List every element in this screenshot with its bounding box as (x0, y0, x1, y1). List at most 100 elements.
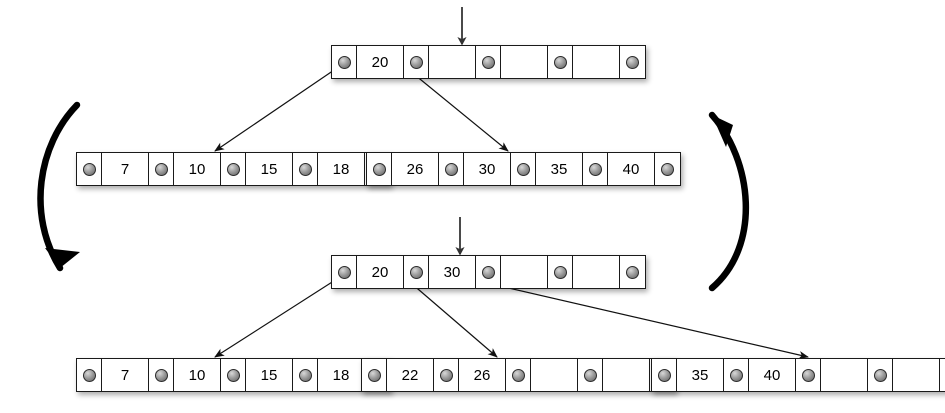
pointer-dot-icon (226, 162, 240, 176)
key-cell: 15 (246, 153, 293, 185)
key-cell: 30 (429, 256, 476, 288)
pointer-dot-icon (444, 162, 458, 176)
flow-arrow-right-upward (708, 111, 750, 292)
key-cell (531, 359, 578, 391)
pointer-dot-icon (626, 55, 639, 69)
key-cell: 10 (174, 359, 221, 391)
key-cell: 40 (749, 359, 796, 391)
key-cell (821, 359, 868, 391)
pointer-dot-icon (82, 162, 96, 176)
pointer-cell (367, 153, 392, 185)
key-cell: 35 (677, 359, 724, 391)
pointer-cell (293, 359, 318, 391)
key-cell: 10 (174, 153, 221, 185)
key-cell (501, 46, 548, 78)
leaf-node-third-after: 35 40 (651, 358, 945, 392)
pointer-dot-icon (553, 265, 567, 279)
pointer-dot-icon (516, 162, 530, 176)
pointer-dot-icon (439, 368, 453, 382)
pointer-dot-icon (298, 162, 312, 176)
pointer-cell (332, 46, 357, 78)
tree-pointer-edges (214, 65, 809, 359)
pointer-cell (439, 153, 464, 185)
key-cell: 20 (357, 46, 404, 78)
pointer-dot-icon (588, 162, 602, 176)
key-cell: 7 (102, 153, 149, 185)
pointer-cell (548, 46, 573, 78)
key-cell (603, 359, 650, 391)
pointer-cell (434, 359, 459, 391)
flow-arrow-right-upward-head (712, 115, 733, 147)
pointer-cell (476, 256, 501, 288)
pointer-root-after-to-leaf-2 (403, 276, 498, 358)
pointer-cell (362, 359, 387, 391)
pointer-dot-icon (337, 55, 351, 69)
key-cell (501, 256, 548, 288)
pointer-cell (404, 46, 429, 78)
pointer-dot-icon (337, 265, 351, 279)
key-cell (893, 359, 940, 391)
pointer-cell (583, 153, 608, 185)
pointer-cell (404, 256, 429, 288)
key-cell: 40 (608, 153, 655, 185)
pointer-root-before-to-left-leaf (214, 65, 341, 152)
pointer-dot-icon (481, 265, 495, 279)
flow-arrow-left-downward (37, 101, 81, 272)
pointer-dot-icon (154, 368, 168, 382)
pointer-cell (578, 359, 603, 391)
pointer-cell (476, 46, 501, 78)
pointer-cell (620, 256, 645, 288)
pointer-dot-icon (801, 368, 815, 382)
pointer-cell (506, 359, 531, 391)
key-cell: 30 (464, 153, 511, 185)
key-cell: 20 (357, 256, 404, 288)
key-cell: 26 (459, 359, 506, 391)
flow-arrow-left-downward-head (45, 248, 80, 268)
pointer-cell (221, 153, 246, 185)
pointer-dot-icon (481, 55, 495, 69)
pointer-root-after-to-leaf-3 (460, 276, 809, 359)
pointer-dot-icon (367, 368, 381, 382)
pointer-cell (620, 46, 645, 78)
pointer-cell (511, 153, 536, 185)
key-cell (573, 46, 620, 78)
pointer-dot-icon (409, 265, 423, 279)
key-cell: 26 (392, 153, 439, 185)
pointer-cell (221, 359, 246, 391)
pointer-dot-icon (626, 265, 639, 279)
pointer-cell (868, 359, 893, 391)
pointer-dot-icon (82, 368, 96, 382)
pointer-root-after-to-leaf-1 (214, 276, 341, 358)
key-cell (573, 256, 620, 288)
root-node-before: 20 (331, 45, 646, 79)
pointer-cell (796, 359, 821, 391)
pointer-cell (77, 359, 102, 391)
pointer-dot-icon (154, 162, 168, 176)
key-cell: 22 (387, 359, 434, 391)
pointer-cell (724, 359, 749, 391)
pointer-cell (652, 359, 677, 391)
pointer-dot-icon (409, 55, 423, 69)
pointer-dot-icon (226, 368, 240, 382)
key-cell (429, 46, 476, 78)
pointer-cell (149, 359, 174, 391)
pointer-dot-icon (583, 368, 597, 382)
pointer-cell (149, 153, 174, 185)
pointer-dot-icon (657, 368, 671, 382)
key-cell: 18 (318, 359, 365, 391)
pointer-cell (293, 153, 318, 185)
pointer-dot-icon (372, 162, 386, 176)
key-cell: 35 (536, 153, 583, 185)
pointer-cell (548, 256, 573, 288)
pointer-dot-icon (511, 368, 525, 382)
pointer-cell (332, 256, 357, 288)
pointer-cell (77, 153, 102, 185)
pointer-dot-icon (661, 162, 674, 176)
key-cell: 15 (246, 359, 293, 391)
leaf-node-right-before: 26 30 35 40 (366, 152, 681, 186)
pointer-cell (655, 153, 680, 185)
